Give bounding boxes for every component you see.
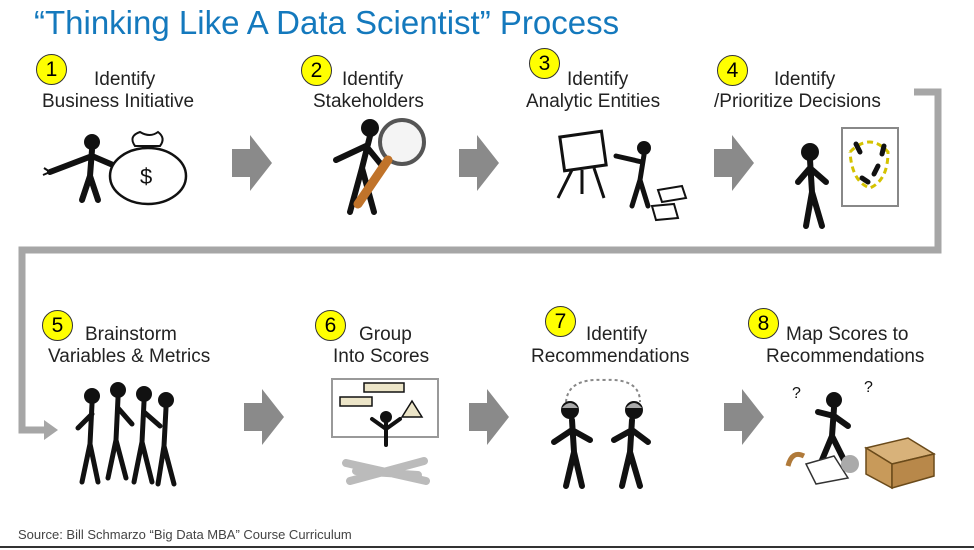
- step-5-badge: 5: [42, 310, 73, 341]
- flow-arrow-6-7: [469, 389, 509, 445]
- step-4-badge: 4: [717, 55, 748, 86]
- money-bag-symbol: $: [140, 164, 152, 189]
- step-3-badge: 3: [529, 48, 560, 79]
- step-3-line1: Identify: [567, 69, 629, 90]
- step-1-label: Identify Business Initiative: [42, 69, 194, 113]
- grouping-board-icon: [331, 378, 439, 485]
- connector-arrowhead: [44, 420, 58, 440]
- flow-arrow-7-8: [724, 389, 764, 445]
- step-2-line2: Stakeholders: [313, 91, 424, 112]
- step-6-line2: Into Scores: [333, 346, 430, 367]
- brainstorm-group-icon: [75, 382, 177, 487]
- magnifier-figure-icon: [333, 118, 426, 215]
- step-8-label: Map Scores to Recommendations: [766, 324, 924, 368]
- svg-text:?: ?: [792, 385, 801, 402]
- step-8-line2: Recommendations: [766, 346, 925, 367]
- easel-figure-icon: [556, 129, 688, 222]
- money-bag-figure-icon: $: [42, 130, 188, 206]
- flow-arrow-2-3: [459, 135, 499, 191]
- step-6-label: Group Into Scores: [333, 324, 429, 368]
- bottom-divider: [0, 546, 974, 548]
- step-7-line1: Identify: [586, 324, 648, 345]
- step-4-line2: /Prioritize Decisions: [714, 91, 881, 112]
- step-1-line1: Identify: [94, 69, 156, 90]
- page-title: “Thinking Like A Data Scientist” Process: [34, 4, 620, 41]
- idea-sharing-figures-icon: [551, 378, 651, 489]
- step-5-label: Brainstorm Variables & Metrics: [48, 324, 210, 368]
- step-6-line1: Group: [359, 324, 412, 345]
- flow-arrow-5-6: [244, 389, 284, 445]
- step-3-line2: Analytic Entities: [526, 91, 661, 112]
- step-4-label: Identify /Prioritize Decisions: [714, 69, 881, 113]
- step-2-line1: Identify: [342, 69, 404, 90]
- flow-arrow-3-4: [714, 135, 754, 191]
- step-1-line2: Business Initiative: [42, 91, 195, 112]
- step-4-line1: Identify: [774, 69, 836, 90]
- source-caption: Source: Bill Schmarzo “Big Data MBA” Cou…: [18, 527, 352, 542]
- mapping-box-figure-icon: ? ?: [785, 379, 936, 490]
- step-1-badge: 1: [36, 54, 67, 85]
- svg-text:?: ?: [864, 379, 873, 396]
- step-3-label: Identify Analytic Entities: [526, 69, 660, 113]
- step-7-label: Identify Recommendations: [531, 324, 689, 368]
- step-8-badge: 8: [748, 308, 779, 339]
- step-5-line1: Brainstorm: [85, 324, 177, 345]
- step-2-badge: 2: [301, 55, 332, 86]
- step-2-label: Identify Stakeholders: [313, 69, 424, 113]
- step-5-line2: Variables & Metrics: [48, 346, 211, 367]
- decision-board-figure-icon: [795, 127, 899, 229]
- step-8-line1: Map Scores to: [786, 324, 909, 345]
- step-7-badge: 7: [545, 306, 576, 337]
- step-7-line2: Recommendations: [531, 346, 690, 367]
- step-6-badge: 6: [315, 310, 346, 341]
- flow-arrow-1-2: [232, 135, 272, 191]
